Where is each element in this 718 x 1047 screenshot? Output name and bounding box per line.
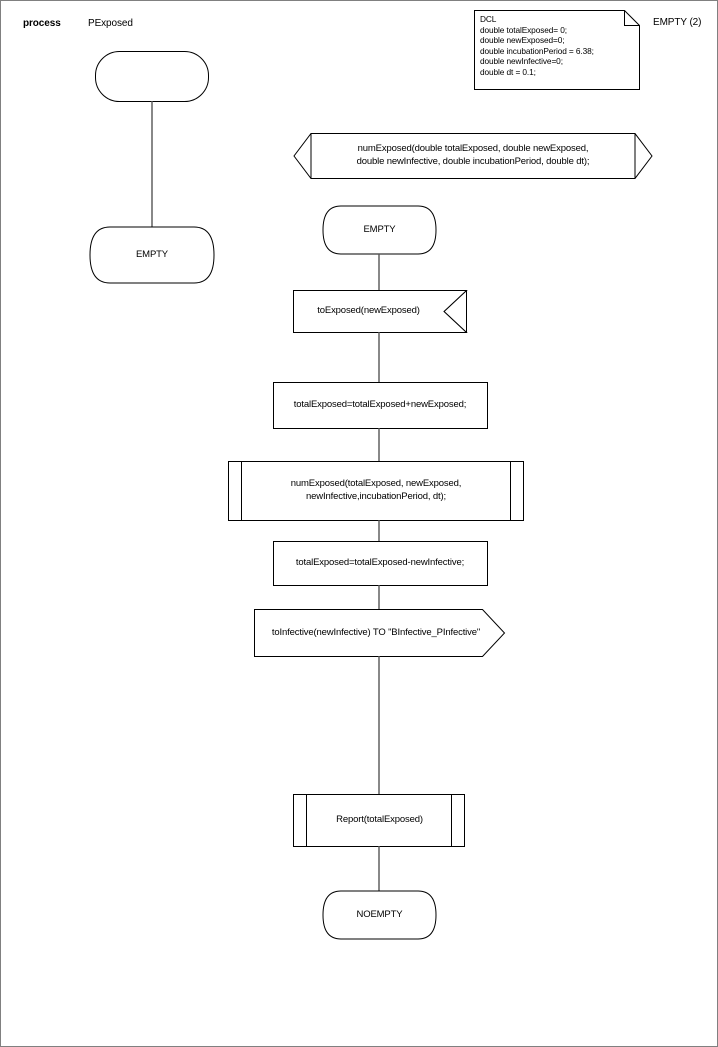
declaration-block-shape[interactable] xyxy=(474,10,640,90)
task-label-add: totalExposed=totalExposed+newExposed; xyxy=(293,399,467,410)
procedure-call-label-numexposed: numExposed(totalExposed, newExposed, new… xyxy=(241,477,511,503)
procedure-call-numexposed[interactable] xyxy=(228,461,524,521)
input-signal-label-toexposed: toExposed(newExposed) xyxy=(317,305,420,316)
input-signal-toexposed-outline xyxy=(293,290,468,333)
procedure-declaration-line2: double newInfective, double incubationPe… xyxy=(356,156,590,167)
state-symbol-empty-right[interactable] xyxy=(322,205,437,255)
procedure-call-report[interactable] xyxy=(293,794,465,847)
process-keyword: process xyxy=(23,18,61,29)
state-symbol-empty-left[interactable] xyxy=(89,226,215,284)
dcl-line-0: DCL xyxy=(480,14,497,24)
output-signal-label-toinfective: toInfective(newInfective) TO "BInfective… xyxy=(271,627,481,638)
state-label-noempty: NOEMPTY xyxy=(356,909,403,920)
state-label-empty-left: EMPTY xyxy=(136,249,168,260)
procedure-call-numexposed-line2: newInfective,incubationPeriod, dt); xyxy=(306,491,446,502)
procedure-declaration-line1: numExposed(double totalExposed, double n… xyxy=(357,143,589,154)
process-name: PExposed xyxy=(88,18,133,29)
page-label: EMPTY (2) xyxy=(653,17,702,28)
dcl-line-3: double incubationPeriod = 6.38; xyxy=(480,45,594,56)
state-label-empty-right: EMPTY xyxy=(363,224,396,235)
declaration-block-fold xyxy=(624,10,640,26)
state-symbol-noempty[interactable] xyxy=(322,890,437,940)
procedure-declaration-label: numExposed(double totalExposed, double n… xyxy=(311,142,635,168)
output-signal-toinfective[interactable] xyxy=(254,609,506,657)
task-symbol-add[interactable] xyxy=(273,382,488,429)
dcl-line-2: double newExposed=0; xyxy=(480,35,565,46)
dcl-line-1: double totalExposed= 0; xyxy=(480,24,567,35)
task-label-sub: totalExposed=totalExposed-newInfective; xyxy=(295,557,465,568)
procedure-call-label-report: Report(totalExposed) xyxy=(336,814,423,825)
task-symbol-sub[interactable] xyxy=(273,541,488,586)
declaration-block-text: DCL double totalExposed= 0; double newEx… xyxy=(480,14,594,78)
dcl-line-5: double dt = 0.1; xyxy=(480,66,536,77)
start-symbol[interactable] xyxy=(95,51,209,102)
dcl-line-4: double newInfective=0; xyxy=(480,56,563,67)
procedure-call-numexposed-line1: numExposed(totalExposed, newExposed, xyxy=(290,478,462,489)
